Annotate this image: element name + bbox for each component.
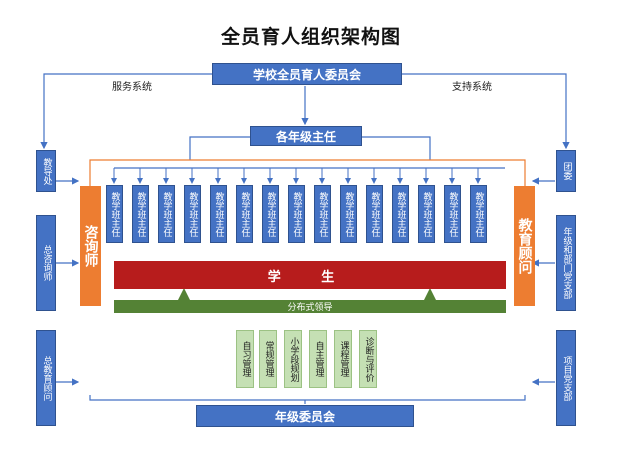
management-item: 诊断与评价	[359, 330, 377, 388]
class-teacher-box: 教学班主任	[158, 185, 175, 243]
school-committee-box: 学校全员育人委员会	[212, 63, 402, 85]
service-system-label: 服务系统	[112, 82, 152, 93]
class-teacher-box: 教学班主任	[106, 185, 123, 243]
support-system-label: 支持系统	[452, 82, 492, 93]
class-teacher-box: 教学班主任	[210, 185, 227, 243]
management-item: 自习管理	[236, 330, 254, 388]
right-box-project-branch: 项目党支部	[556, 330, 576, 426]
class-teacher-box: 教学班主任	[366, 185, 383, 243]
left-box-chief-advisor: 总教育顾问	[36, 330, 56, 426]
class-teacher-box: 教学班主任	[314, 185, 331, 243]
class-teacher-box: 教学班主任	[470, 185, 487, 243]
class-teacher-box: 教学班主任	[392, 185, 409, 243]
grade-committee-box: 年级委员会	[196, 405, 414, 427]
management-item: 常规管理	[259, 330, 277, 388]
advisor-box: 教育顾问	[514, 186, 535, 306]
distributed-leadership-bar: 分布式领导	[114, 300, 506, 313]
class-teacher-box: 教学班主任	[184, 185, 201, 243]
class-teacher-box: 教学班主任	[288, 185, 305, 243]
students-bar: 学 生	[114, 261, 506, 289]
counselor-box: 咨询师	[80, 186, 101, 306]
class-teacher-box: 教学班主任	[444, 185, 461, 243]
right-box-party-branch: 年级和部门党支部	[556, 215, 576, 311]
left-box-chief-counselor: 总咨询师	[36, 215, 56, 311]
class-teacher-box: 教学班主任	[418, 185, 435, 243]
management-item: 自主管理	[309, 330, 327, 388]
class-teacher-box: 教学班主任	[236, 185, 253, 243]
class-teacher-box: 教学班主任	[340, 185, 357, 243]
management-item: 课程管理	[334, 330, 352, 388]
right-box-youth-league: 团委	[556, 150, 576, 192]
class-teacher-box: 教学班主任	[132, 185, 149, 243]
left-box-teaching-office: 教导处	[36, 150, 56, 192]
class-teacher-box: 教学班主任	[262, 185, 279, 243]
chart-title: 全员育人组织架构图	[220, 26, 401, 48]
management-item: 小学段规划	[284, 330, 302, 388]
grade-director-box: 各年级主任	[250, 126, 362, 146]
